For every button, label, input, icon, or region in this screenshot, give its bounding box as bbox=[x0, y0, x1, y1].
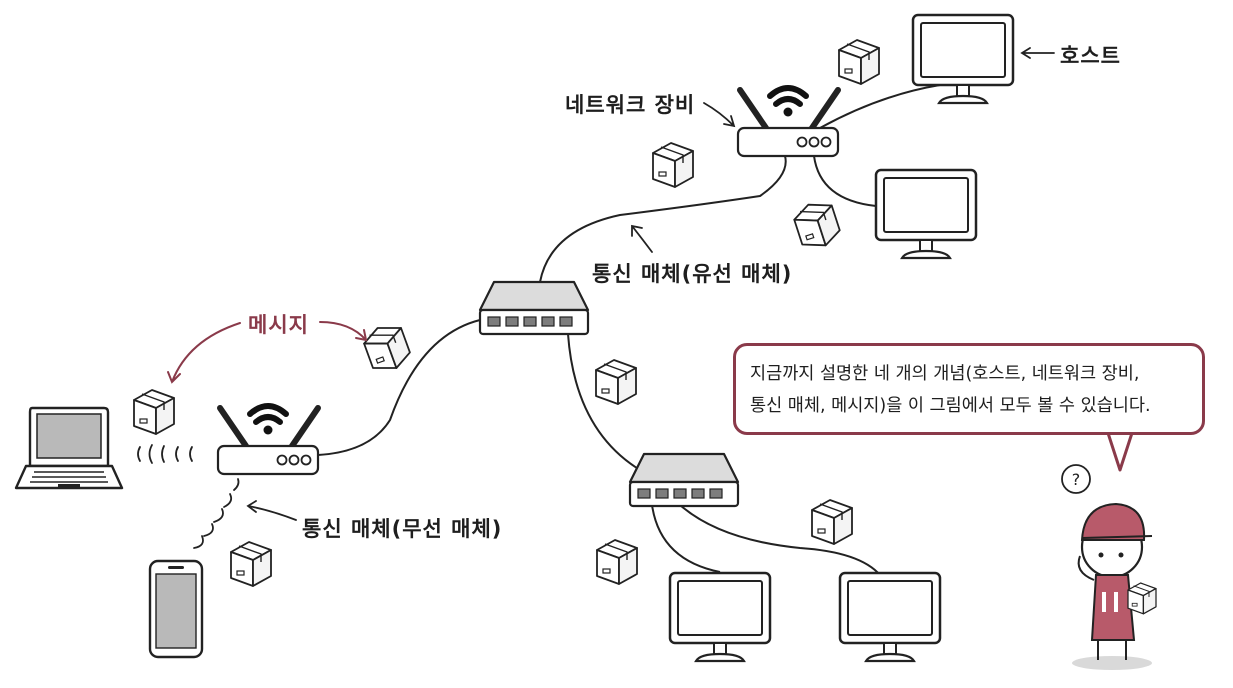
laptop-icon bbox=[14, 406, 124, 490]
package-icon bbox=[359, 319, 415, 377]
message-arrows bbox=[167, 321, 368, 384]
bubble-line-2: 통신 매체, 메시지)을 이 그림에서 모두 볼 수 있습니다. bbox=[750, 396, 1151, 416]
package-icon bbox=[811, 499, 853, 545]
wired-cables bbox=[317, 84, 941, 576]
message-label: 메시지 bbox=[248, 313, 309, 337]
package-icon bbox=[790, 196, 844, 254]
package-icon bbox=[230, 541, 272, 587]
network-device-label: 네트워크 장비 bbox=[565, 93, 696, 117]
label-arrows bbox=[246, 47, 1055, 521]
wireless-waves bbox=[137, 444, 240, 549]
speech-bubble-tail bbox=[1106, 432, 1134, 472]
package-icon bbox=[652, 142, 694, 188]
smartphone-icon bbox=[148, 559, 204, 659]
wireless-medium-label: 통신 매체(무선 매체) bbox=[302, 517, 503, 541]
host-label: 호스트 bbox=[1060, 44, 1121, 68]
hub-bottom bbox=[628, 452, 740, 508]
question-mark: ? bbox=[1072, 470, 1081, 489]
router-top bbox=[738, 88, 838, 156]
wired-medium-label: 통신 매체(유선 매체) bbox=[592, 262, 793, 286]
monitor-bottom-left bbox=[668, 571, 772, 663]
monitor-right bbox=[874, 168, 978, 260]
character-icon: ? bbox=[1061, 464, 1157, 670]
package-icon bbox=[838, 39, 880, 85]
speech-bubble: 지금까지 설명한 네 개의 개념(호스트, 네트워크 장비, 통신 매체, 메시… bbox=[733, 343, 1205, 435]
package-icon bbox=[596, 539, 638, 585]
package-icon bbox=[133, 389, 175, 435]
monitor-host-top bbox=[911, 13, 1015, 105]
package-icon bbox=[595, 359, 637, 405]
router-wireless bbox=[218, 406, 318, 474]
monitor-bottom-right bbox=[838, 571, 942, 663]
bubble-line-1: 지금까지 설명한 네 개의 개념(호스트, 네트워크 장비, bbox=[750, 364, 1140, 384]
hub-center bbox=[478, 280, 590, 336]
